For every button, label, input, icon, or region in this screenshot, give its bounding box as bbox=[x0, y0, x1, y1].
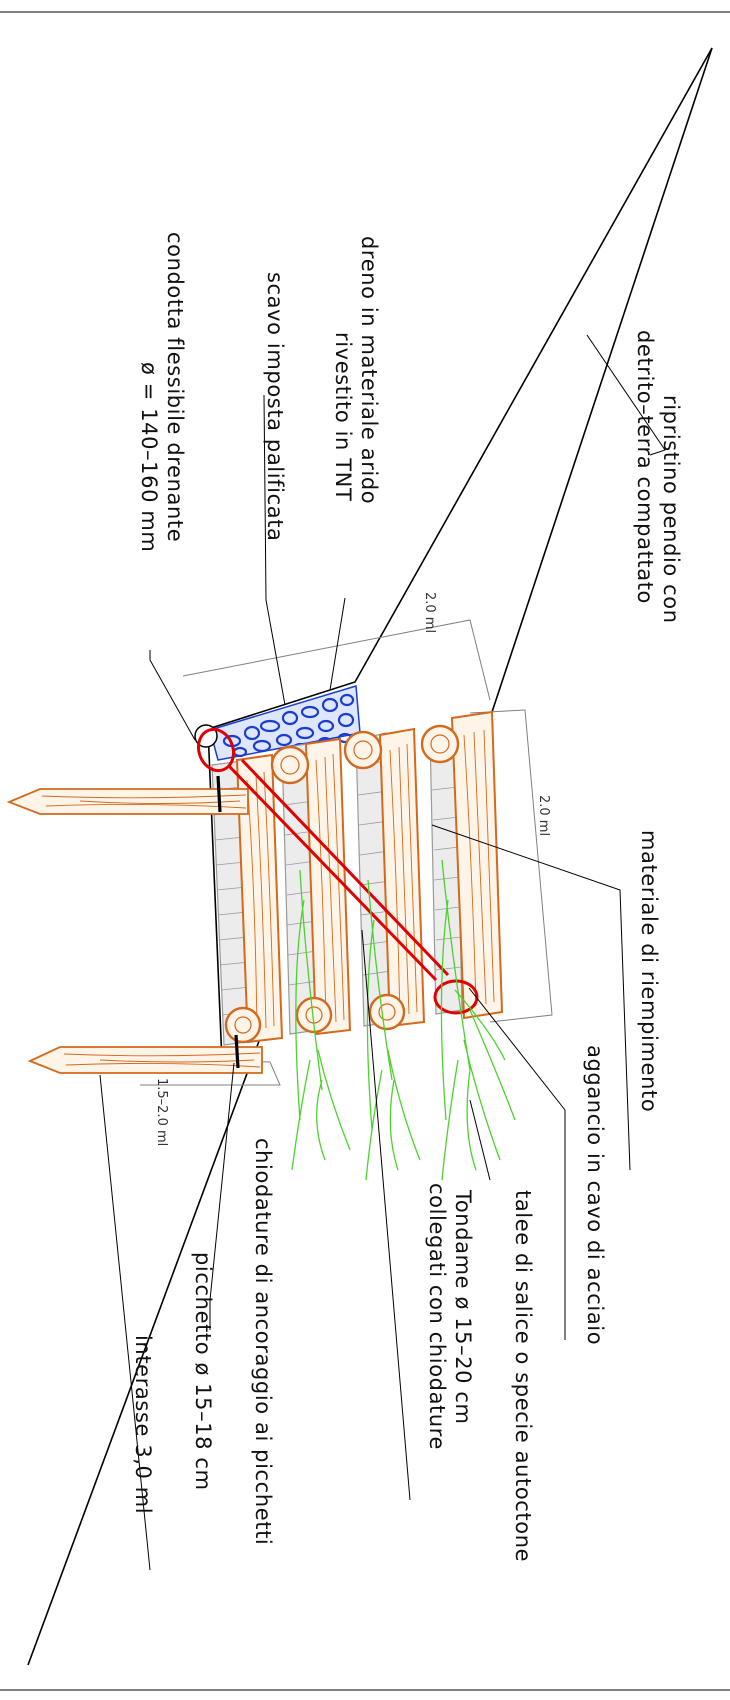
label-ripristino-line1: ripristino pendio con bbox=[659, 395, 683, 624]
label-scavo: scavo imposta palificata bbox=[263, 272, 287, 542]
willow-cuttings bbox=[291, 859, 516, 1181]
stakes bbox=[6, 788, 263, 1074]
label-tondame-line1: Tondame ø 15–20 cm bbox=[451, 1189, 475, 1425]
label-tondame-line2: collegati con chiodature bbox=[425, 1183, 449, 1450]
anchor-nails bbox=[216, 775, 240, 1069]
slope-lines bbox=[27, 47, 713, 1666]
dimension-bottom: 1.5–2.0 ml bbox=[154, 1078, 169, 1146]
dimension-right: 2.0 ml bbox=[536, 795, 551, 836]
vertical-logs bbox=[235, 710, 504, 1044]
label-chiodature: chiodature di ancoraggio ai picchetti bbox=[251, 1138, 275, 1545]
label-talee: talee di salice o specie autoctone bbox=[511, 1190, 535, 1562]
lower-stake bbox=[27, 1046, 263, 1074]
drainage-stone-layer bbox=[209, 685, 361, 761]
labels: ripristino pendio con detrito–terra comp… bbox=[131, 232, 683, 1562]
label-condotta-line2: ø = 140–160 mm bbox=[137, 362, 161, 552]
label-materiale: materiale di riempimento bbox=[637, 830, 661, 1112]
upper-stake bbox=[6, 788, 249, 815]
label-aggancio: aggancio in cavo di acciaio bbox=[583, 1045, 607, 1345]
label-interasse: interasse 3,0 ml bbox=[131, 1335, 155, 1514]
label-condotta-line1: condotta flessibile drenante bbox=[163, 232, 187, 542]
label-picchetto: picchetto ø 15–18 cm bbox=[191, 1252, 215, 1491]
label-ripristino-line2: detrito–terra compattato bbox=[633, 330, 657, 604]
leader-lines bbox=[99, 334, 666, 1571]
log-cross-sections bbox=[224, 724, 460, 1044]
dimension-top: 2.0 ml bbox=[422, 592, 437, 633]
label-dreno-line2: rivestito in TNT bbox=[331, 332, 355, 501]
label-dreno-line1: dreno in materiale arido bbox=[357, 236, 381, 504]
